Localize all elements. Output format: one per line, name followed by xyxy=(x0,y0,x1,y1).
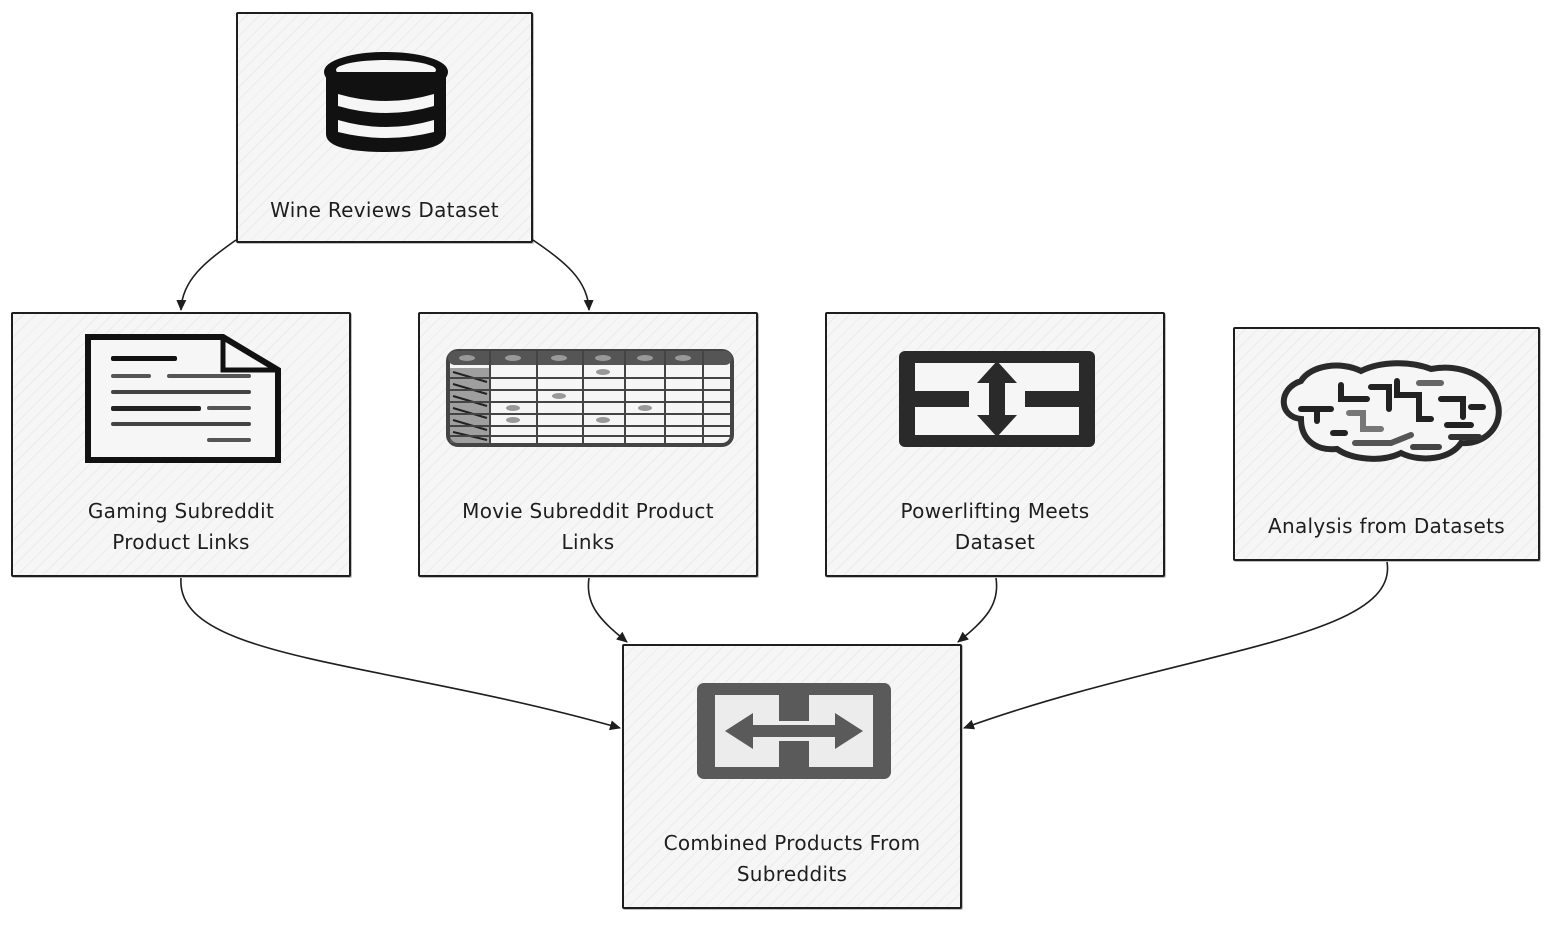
database-icon xyxy=(324,52,448,152)
node-gaming-subreddit-product-links[interactable]: Gaming Subreddit Product Links xyxy=(11,312,351,577)
table-icon xyxy=(446,349,734,447)
node-wine-reviews-dataset[interactable]: Wine Reviews Dataset xyxy=(236,12,533,243)
node-label-line-2: Product Links xyxy=(112,530,250,554)
node-label-line-2: Subreddits xyxy=(736,862,848,886)
node-label-line-1: Powerlifting Meets xyxy=(900,499,1090,523)
node-combined-products-from-subreddits[interactable]: Combined Products From Subreddits xyxy=(622,644,962,909)
node-movie-subreddit-product-links[interactable]: Movie Subreddit Product Links xyxy=(418,312,758,577)
node-label-line-2: Dataset xyxy=(954,530,1036,554)
horizontal-merge-icon xyxy=(697,683,891,779)
edge-movie-to-combined xyxy=(587,577,628,643)
edge-wine-to-movie xyxy=(532,239,594,311)
edge-gaming-to-combined xyxy=(180,577,621,731)
node-analysis-from-datasets[interactable]: Analysis from Datasets xyxy=(1233,327,1540,561)
edge-wine-to-gaming xyxy=(176,239,237,311)
brain-icon xyxy=(1280,360,1502,462)
node-powerlifting-meets-dataset[interactable]: Powerlifting Meets Dataset xyxy=(825,312,1165,577)
node-label-line-1: Gaming Subreddit xyxy=(87,499,275,523)
edge-powerlifting-to-combined xyxy=(957,577,998,643)
node-label-line-1: Movie Subreddit Product xyxy=(462,499,714,523)
node-label-line-1: Combined Products From xyxy=(663,831,921,855)
document-icon xyxy=(85,334,281,463)
node-label: Analysis from Datasets xyxy=(1267,514,1505,538)
node-label: Wine Reviews Dataset xyxy=(270,198,499,222)
vertical-merge-icon xyxy=(899,351,1095,447)
edge-analysis-to-combined xyxy=(963,561,1389,730)
node-label-line-2: Links xyxy=(561,530,615,554)
